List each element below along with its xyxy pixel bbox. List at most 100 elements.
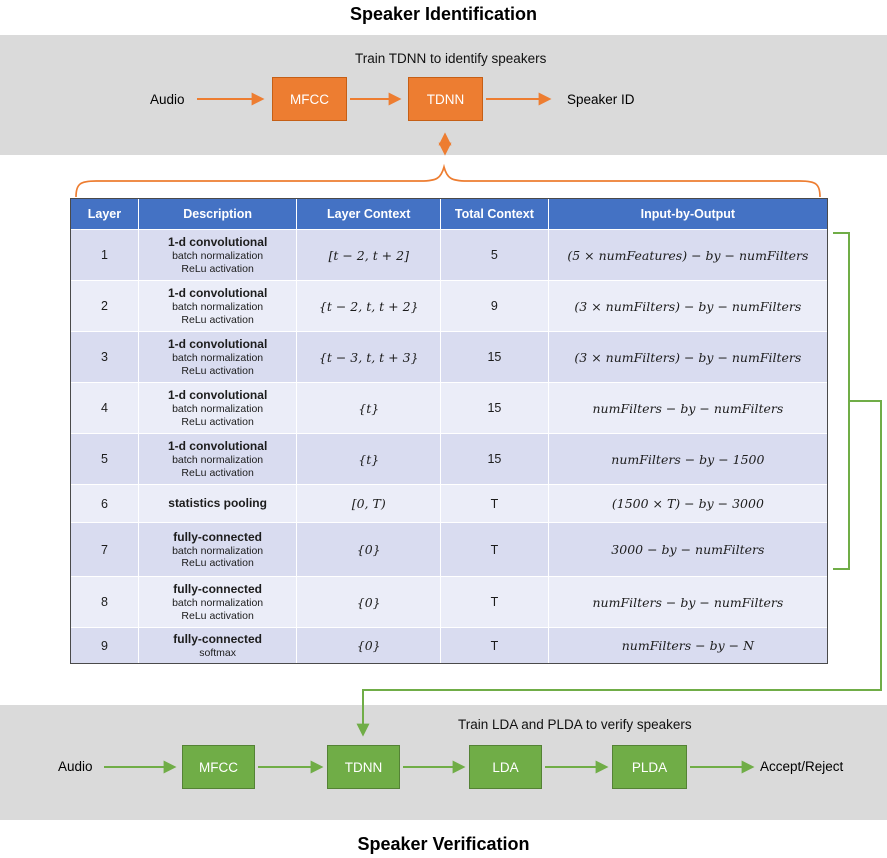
description-main: fully-connected [173, 631, 262, 646]
layer-context-cell: {t} [297, 434, 442, 484]
mfcc-block-verification: MFCC [182, 745, 255, 789]
description-sub: batch normalization [172, 544, 264, 557]
io-cell: (3 × numFilters) − by − numFilters [548, 281, 828, 331]
table-row: 6 statistics pooling [0, T) T (1500 × T)… [71, 484, 828, 522]
description-cell: statistics pooling [138, 485, 298, 522]
header-input-by-output: Input-by-Output [640, 207, 736, 221]
total-context-cell: 15 [441, 383, 549, 433]
page-title-verification: Speaker Verification [357, 834, 530, 854]
layer-context-cell: {t − 3, t, t + 3} [297, 332, 442, 382]
audio-label-verification: Audio [58, 759, 93, 774]
layer-cell: 4 [71, 383, 139, 433]
description-cell: 1-d convolutional batch normalization Re… [138, 434, 298, 484]
layer-context-cell: {0} [297, 523, 442, 576]
table-row: 2 1-d convolutional batch normalization … [71, 280, 828, 331]
description-sub: batch normalization [172, 597, 264, 609]
description-cell: 1-d convolutional batch normalization Re… [138, 230, 298, 280]
verification-band [0, 705, 887, 820]
description-cell: fully-connected batch normalization ReLu… [138, 577, 298, 627]
description-main: 1-d convolutional [167, 337, 268, 351]
audio-label-identification: Audio [150, 92, 185, 107]
table-row: 3 1-d convolutional batch normalization … [71, 331, 828, 382]
description-main: fully-connected [173, 582, 262, 596]
io-cell: numFilters − by − numFilters [548, 383, 828, 433]
layer-context-cell: [0, T) [297, 485, 442, 522]
total-context-cell: T [441, 577, 549, 627]
layer-cell: 3 [71, 332, 139, 382]
total-context-cell: 9 [441, 281, 549, 331]
description-main: 1-d convolutional [167, 439, 268, 453]
description-cell: fully-connected softmax [138, 628, 298, 663]
tdnn-layer-table: Layer Description Layer Context Total Co… [70, 198, 828, 664]
layer-cell: 7 [71, 523, 139, 576]
description-main: 1-d convolutional [167, 388, 268, 402]
table-header-row: Layer Description Layer Context Total Co… [71, 199, 827, 229]
lda-block: LDA [469, 745, 542, 789]
layer-context-cell: [t − 2, t + 2] [297, 230, 442, 280]
layer-cell: 9 [71, 628, 139, 663]
speaker-id-label: Speaker ID [567, 92, 635, 107]
table-body: 1 1-d convolutional batch normalization … [71, 229, 828, 663]
layer-context-cell: {t − 2, t, t + 2} [297, 281, 442, 331]
caption-train-lda-plda: Train LDA and PLDA to verify speakers [458, 717, 692, 732]
mfcc-block-identification: MFCC [272, 77, 347, 121]
table-brace [75, 163, 821, 198]
description-sub: ReLu activation [181, 466, 254, 479]
description-main: 1-d convolutional [167, 235, 268, 249]
tdnn-block-verification: TDNN [327, 745, 400, 789]
header-description: Description [139, 199, 298, 229]
table-row: 9 fully-connected softmax {0} T numFilte… [71, 627, 828, 663]
plda-block: PLDA [612, 745, 687, 789]
description-sub: ReLu activation [181, 557, 254, 569]
io-cell: (5 × numFeatures) − by − numFilters [548, 230, 828, 280]
io-cell: (1500 × T) − by − 3000 [548, 485, 828, 522]
total-context-cell: T [441, 523, 549, 576]
description-cell: fully-connected batch normalization ReLu… [138, 523, 298, 576]
description-cell: 1-d convolutional batch normalization Re… [138, 281, 298, 331]
layer-cell: 1 [71, 230, 139, 280]
io-cell: numFilters − by − N [548, 628, 828, 663]
tdnn-block-identification: TDNN [408, 77, 483, 121]
description-sub: batch normalization [172, 301, 264, 313]
description-main: fully-connected [173, 529, 262, 544]
total-context-cell: T [441, 628, 549, 663]
total-context-cell: 15 [441, 332, 549, 382]
description-sub: batch normalization [172, 352, 264, 364]
page-title-identification: Speaker Identification [349, 4, 538, 24]
description-sub: ReLu activation [181, 262, 254, 275]
total-context-cell: T [441, 485, 549, 522]
description-sub: ReLu activation [181, 415, 254, 428]
accept-reject-label: Accept/Reject [760, 759, 844, 774]
header-layer-context: Layer Context [297, 199, 442, 229]
description-sub: softmax [199, 646, 236, 659]
io-cell: numFilters − by − 1500 [548, 434, 828, 484]
table-row: 8 fully-connected batch normalization Re… [71, 576, 828, 627]
table-row: 7 fully-connected batch normalization Re… [71, 522, 828, 576]
description-sub: batch normalization [172, 454, 264, 466]
layer-context-cell: {0} [297, 628, 442, 663]
total-context-cell: 15 [441, 434, 549, 484]
layer-context-cell: {0} [297, 577, 442, 627]
header-layer: Layer [71, 199, 139, 229]
layer-cell: 2 [71, 281, 139, 331]
description-sub: batch normalization [172, 403, 264, 415]
description-sub: batch normalization [172, 250, 264, 262]
xvector-layers-bracket [833, 232, 850, 570]
total-context-cell: 5 [441, 230, 549, 280]
io-cell: numFilters − by − numFilters [548, 577, 828, 627]
description-main: 1-d convolutional [167, 286, 268, 300]
description-main: statistics pooling [168, 496, 267, 510]
table-row: 5 1-d convolutional batch normalization … [71, 433, 828, 484]
layer-cell: 5 [71, 434, 139, 484]
layer-context-cell: {t} [297, 383, 442, 433]
io-cell: (3 × numFilters) − by − numFilters [548, 332, 828, 382]
layer-cell: 6 [71, 485, 139, 522]
description-sub: ReLu activation [181, 364, 254, 377]
table-row: 1 1-d convolutional batch normalization … [71, 229, 828, 280]
description-sub: ReLu activation [181, 313, 254, 326]
description-sub: ReLu activation [181, 609, 254, 622]
description-cell: 1-d convolutional batch normalization Re… [138, 332, 298, 382]
layer-cell: 8 [71, 577, 139, 627]
header-total-context: Total Context [441, 199, 549, 229]
